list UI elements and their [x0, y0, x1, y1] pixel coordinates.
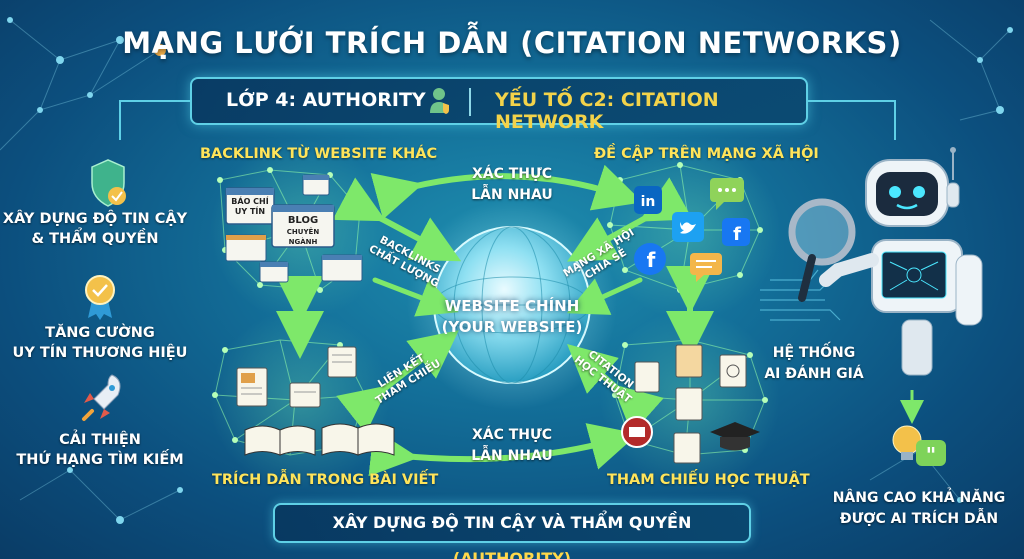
center-line2: (YOUR WEBSITE) — [441, 318, 583, 336]
document-icon — [236, 346, 357, 408]
node-label-academic: THAM CHIẾU HỌC THUẬT — [607, 472, 810, 488]
benefit-ranking-line2: THỨ HẠNG TÌM KIẾM — [16, 452, 184, 468]
page-title: MẠNG LƯỚI TRÍCH DẪN (CITATION NETWORKS) — [122, 26, 902, 60]
benefit-trust: XÂY DỰNG ĐỘ TIN CẬY & THẨM QUYỀN — [0, 209, 190, 249]
footer-main: XÂY DỰNG ĐỘ TIN CẬY VÀ THẨM QUYỀN — [332, 513, 692, 532]
svg-text:f: f — [647, 248, 656, 272]
facebook-icon: f — [634, 243, 666, 275]
svg-text:f: f — [733, 224, 741, 245]
arrow-label-bottom: XÁC THỰC LẪN NHAU — [462, 425, 562, 467]
center-website-label: WEBSITE CHÍNH (YOUR WEBSITE) — [412, 296, 612, 338]
facebook-icon: f — [722, 218, 750, 246]
node-label-backlink: BACKLINK TỪ WEBSITE KHÁC — [200, 146, 438, 162]
shield-check-icon — [91, 159, 126, 207]
benefit-ranking: CẢI THIỆN THỨ HẠNG TÌM KIẾM — [5, 430, 195, 470]
graduation-cap-icon — [710, 422, 760, 451]
layer-label: LỚP 4: AUTHORITY — [226, 89, 426, 111]
benefit-brand-line2: UY TÍN THƯƠNG HIỆU — [12, 345, 188, 361]
footer-accent: (AUTHORITY) — [452, 549, 572, 559]
svg-text:in: in — [641, 194, 656, 210]
arrow-label-top: XÁC THỰC LẪN NHAU — [462, 164, 562, 206]
paper-icon — [634, 344, 747, 464]
layer-banner: LỚP 4: AUTHORITY YẾU TỐ C2: CITATION NET… — [190, 77, 808, 133]
benefit-brand: TĂNG CƯỜNG UY TÍN THƯƠNG HIỆU — [5, 323, 195, 363]
ai-result-label: NÂNG CAO KHẢ NĂNG ĐƯỢC AI TRÍCH DẪN — [824, 488, 1014, 530]
node-label-articles: TRÍCH DẪN TRONG BÀI VIẾT — [212, 472, 439, 488]
ai-system-label: HỆ THỐNG AI ĐÁNH GIÁ — [754, 343, 874, 385]
press-doc-line1: BÁO CHÍ — [231, 197, 269, 206]
press-doc-line2: UY TÍN — [234, 207, 266, 216]
arrow-label-bottom-line1: XÁC THỰC — [471, 427, 552, 443]
ai-system-line1: HỆ THỐNG — [772, 345, 856, 361]
award-badge-icon — [85, 275, 115, 320]
chat-bubble-icon — [710, 178, 744, 210]
ai-system-line2: AI ĐÁNH GIÁ — [764, 366, 864, 382]
blog-doc-line1: BLOG — [287, 215, 319, 226]
press-doc: BÁO CHÍ UY TÍN — [228, 197, 272, 217]
twitter-icon — [672, 212, 704, 242]
lightbulb-quote-icon: " — [892, 425, 946, 467]
arrow-label-top-line2: LẪN NHAU — [471, 187, 553, 203]
node-label-social: ĐỀ CẬP TRÊN MẠNG XÃ HỘI — [594, 146, 819, 162]
rocket-icon — [82, 374, 121, 421]
blog-doc-line2: CHUYÊN NGÀNH — [286, 228, 320, 246]
benefit-brand-line1: TĂNG CƯỜNG — [45, 325, 155, 341]
blog-doc: BLOG CHUYÊN NGÀNH — [272, 215, 334, 247]
ai-robot-icon — [788, 147, 983, 376]
divider — [469, 88, 471, 116]
open-book-icon — [244, 423, 395, 456]
user-shield-icon — [430, 88, 449, 114]
svg-text:": " — [926, 443, 936, 467]
benefit-ranking-line1: CẢI THIỆN — [59, 432, 141, 448]
comment-icon — [690, 253, 722, 282]
center-line1: WEBSITE CHÍNH — [444, 297, 580, 315]
arrow-label-top-line1: XÁC THỰC — [471, 166, 552, 182]
benefit-trust-line2: & THẨM QUYỀN — [31, 231, 159, 247]
ai-result-line2: ĐƯỢC AI TRÍCH DẪN — [839, 511, 999, 527]
browser-window-icon — [225, 174, 363, 283]
benefit-trust-line1: XÂY DỰNG ĐỘ TIN CẬY — [2, 211, 188, 227]
footer-banner: XÂY DỰNG ĐỘ TIN CẬY VÀ THẨM QUYỀN (AUTHO… — [273, 503, 751, 559]
ai-result-line1: NÂNG CAO KHẢ NĂNG — [832, 490, 1006, 506]
university-seal-icon — [621, 416, 653, 448]
arrow-label-bottom-line2: LẪN NHAU — [471, 448, 553, 464]
factor-label: YẾU TỐ C2: CITATION NETWORK — [495, 89, 719, 133]
linkedin-icon: in — [634, 186, 662, 214]
